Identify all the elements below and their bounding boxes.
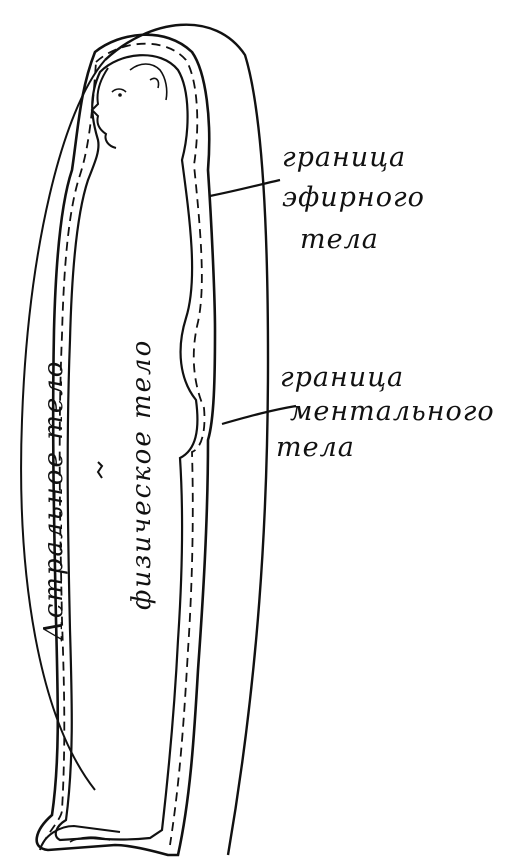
astral-body-label: Астральное тело [39,360,69,642]
etheric-label-line3: тела [300,224,379,255]
etheric-pointer-line [210,180,280,196]
hand-mark [98,462,102,478]
mental-label-line2: ментального [290,396,495,427]
etheric-label-line1: граница [282,142,406,173]
physical-body-label: физическое тело [127,339,157,610]
mental-pointer-line [222,406,296,424]
face-profile [92,64,167,148]
etheric-label-line2: эфирного [282,182,425,213]
mental-label-line3: тела [276,432,355,463]
mental-label-line1: граница [280,362,404,393]
